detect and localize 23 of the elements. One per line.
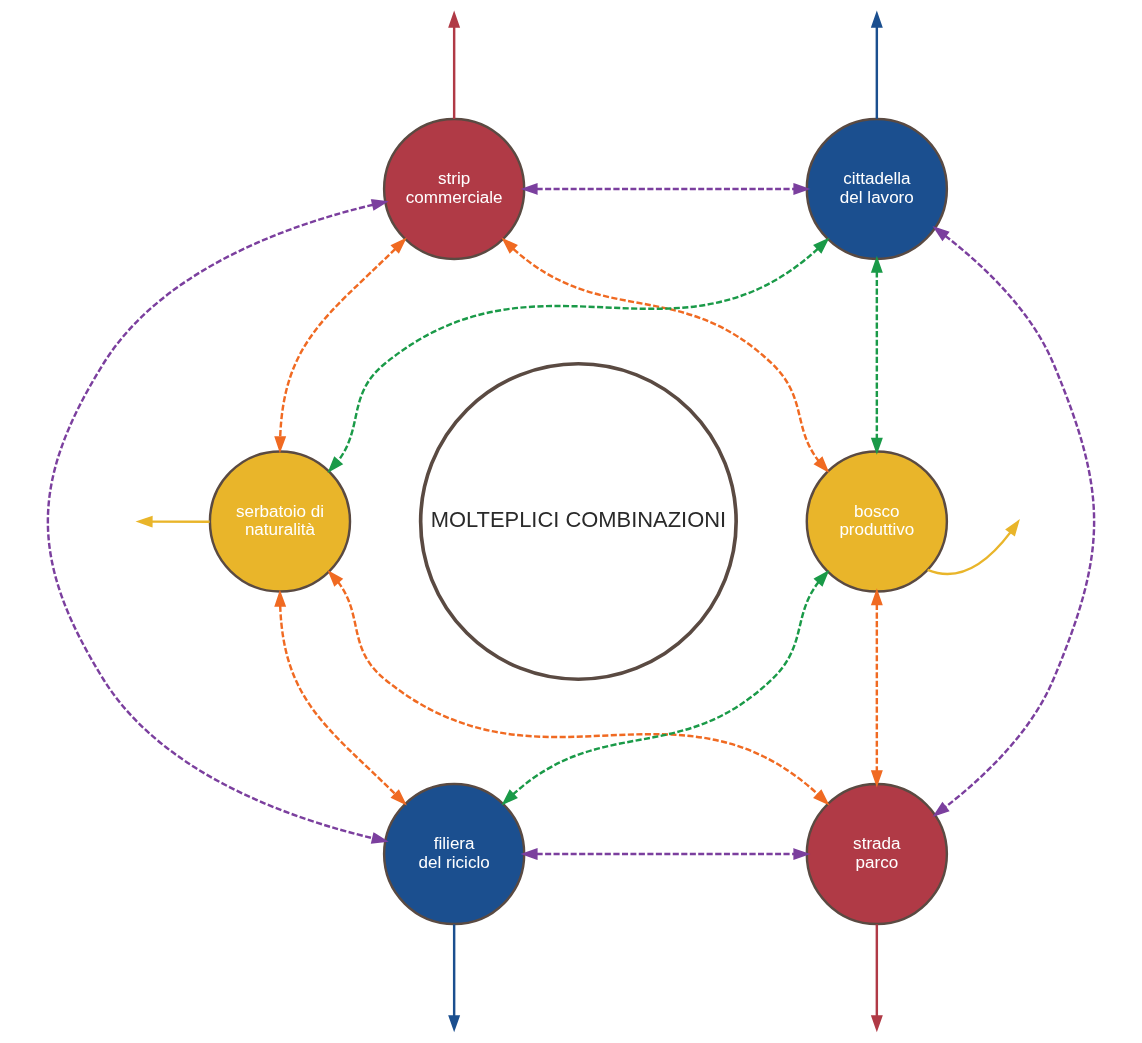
arrow — [501, 237, 830, 474]
arrow — [927, 519, 1020, 576]
arrow — [448, 924, 461, 1033]
arrow — [932, 226, 1096, 817]
node-circle: MOLTEPLICI COMBINAZIONI — [418, 361, 738, 682]
node-circle: strip commerciale — [382, 117, 526, 261]
arrow — [870, 255, 883, 455]
arrow — [46, 199, 389, 844]
arrow — [501, 569, 830, 806]
arrow — [870, 924, 883, 1033]
arrow — [870, 588, 883, 788]
arrow — [870, 10, 883, 119]
arrow — [327, 569, 830, 806]
arrow — [448, 10, 461, 119]
arrow — [274, 237, 407, 454]
arrow — [135, 515, 210, 528]
arrow — [520, 848, 811, 860]
arrow — [520, 183, 811, 195]
node-circle: bosco produttivo — [805, 450, 949, 593]
arrow — [327, 237, 830, 474]
node-circle: serbatoio di naturalità — [208, 450, 352, 593]
arrow — [274, 589, 407, 806]
node-circle: filiera del riciclo — [382, 782, 526, 926]
